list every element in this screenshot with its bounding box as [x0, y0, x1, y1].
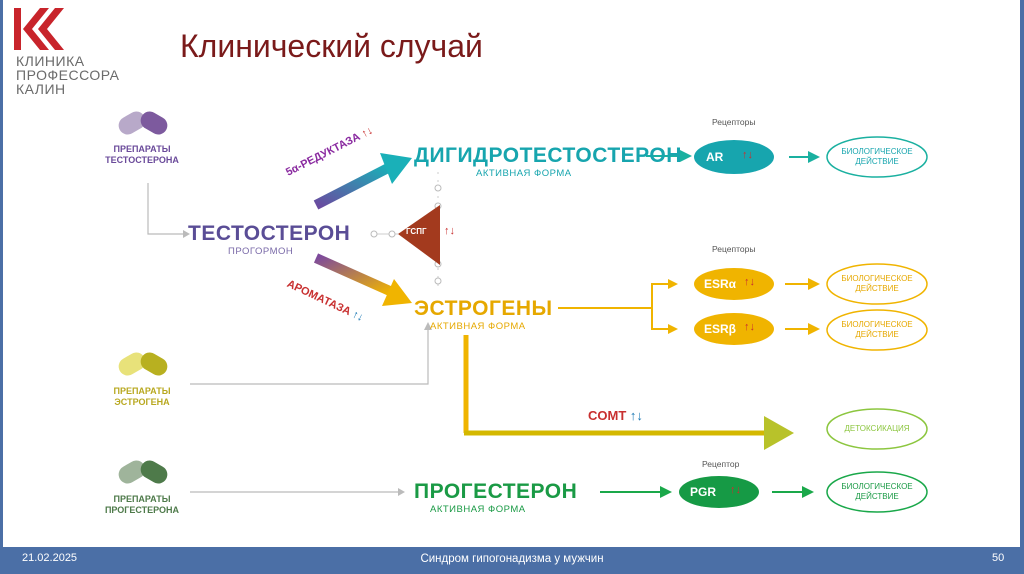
esra-receptor: [694, 268, 774, 300]
ar-receptor: [694, 140, 774, 174]
bio-action-ar-line2: ДЕЙСТВИЕ: [855, 157, 899, 166]
bio-action-esrb: БИОЛОГИЧЕСКОЕ ДЕЙСТВИЕ: [827, 320, 927, 340]
logo-text-line1: КЛИНИКА: [16, 53, 85, 69]
gspg-updown: ↑↓: [444, 225, 455, 237]
esra-text: ESRα: [704, 277, 737, 291]
bio-action-esrb-line2: ДЕЙСТВИЕ: [855, 330, 899, 339]
esrb-text: ESRβ: [704, 322, 736, 336]
prep-estrogen-label: ПРЕПАРАТЫ ЭСТРОГЕНА: [104, 386, 180, 408]
pill-testosterone-icon: [118, 111, 168, 135]
gspg-triangle: [398, 205, 440, 265]
prep-testosterone-label: ПРЕПАРАТЫ ТЕСТОСТЕРОНА: [104, 144, 180, 166]
bio-action-esra-line2: ДЕЙСТВИЕ: [855, 284, 899, 293]
prep-progesterone-label: ПРЕПАРАТЫ ПРОГЕСТЕРОНА: [98, 494, 186, 516]
bio-action-esrb-line1: БИОЛОГИЧЕСКОЕ: [841, 320, 913, 329]
slide-title: Клинический случай: [180, 28, 483, 64]
footer-page-number: 50: [992, 552, 1005, 564]
progesterone-sub: АКТИВНАЯ ФОРМА: [430, 504, 526, 515]
bio-action-esra: БИОЛОГИЧЕСКОЕ ДЕЙСТВИЕ: [827, 274, 927, 294]
prep-estrogen-line1: ПРЕПАРАТЫ: [113, 386, 171, 396]
pgr-text: PGR: [690, 485, 717, 499]
progesterone-label: ПРОГЕСТЕРОН: [414, 480, 578, 503]
logo-text-line3: КАЛИН: [16, 82, 66, 95]
dht-sub: АКТИВНАЯ ФОРМА: [476, 168, 572, 179]
pill-estrogen-icon: [118, 352, 168, 376]
slide-left-border: [0, 0, 3, 547]
bio-action-ar-line1: БИОЛОГИЧЕСКОЕ: [841, 147, 913, 156]
hormone-pathway-diagram: [118, 111, 928, 513]
receptor-label-pgr: Рецептор: [702, 459, 740, 469]
testosterone-sub: ПРОГОРМОН: [228, 246, 294, 257]
bio-action-ar: БИОЛОГИЧЕСКОЕ ДЕЙСТВИЕ: [827, 147, 927, 167]
prep-progesterone-line2: ПРОГЕСТЕРОНА: [104, 505, 180, 515]
testosterone-label: ТЕСТОСТЕРОН: [188, 222, 351, 245]
esrb-receptor: [694, 313, 774, 345]
detox-label: ДЕТОКСИКАЦИЯ: [844, 424, 910, 433]
pgr-updown: ↑↓: [730, 484, 741, 496]
comt-label: COMT ↑↓: [588, 408, 643, 423]
estrogens-sub: АКТИВНАЯ ФОРМА: [430, 321, 526, 332]
dht-label: ДИГИДРОТЕСТОСТЕРОН: [414, 144, 682, 167]
footer-date: 21.02.2025: [22, 552, 78, 564]
esra-updown: ↑↓: [744, 276, 755, 288]
logo-text-line2: ПРОФЕССОРА: [16, 67, 120, 83]
ar-text: AR: [706, 150, 724, 164]
esrb-updown: ↑↓: [744, 321, 755, 333]
slide-right-border: [1020, 0, 1024, 547]
comt-updown: ↑↓: [629, 408, 643, 423]
bio-action-pgr: БИОЛОГИЧЕСКОЕ ДЕЙСТВИЕ: [827, 482, 927, 502]
receptors-label-ar: Рецепторы: [712, 117, 756, 127]
footer-topic: Синдром гипогонадизма у мужчин: [420, 553, 604, 565]
estrogens-label: ЭСТРОГЕНЫ: [414, 297, 553, 320]
ar-updown: ↑↓: [742, 149, 753, 161]
slide-footer: [0, 547, 1024, 574]
prep-testosterone-line1: ПРЕПАРАТЫ: [113, 144, 171, 154]
bio-action-esra-line1: БИОЛОГИЧЕСКОЕ: [841, 274, 913, 283]
gspg-label: ГСПГ: [406, 227, 427, 236]
comt-text: COMT: [588, 408, 627, 423]
pill-progesterone-icon: [118, 460, 168, 484]
prep-testosterone-line2: ТЕСТОСТЕРОНА: [105, 155, 179, 165]
prep-estrogen-line2: ЭСТРОГЕНА: [114, 397, 170, 407]
clinic-logo-icon: [14, 8, 64, 50]
receptors-label-esr: Рецепторы: [712, 244, 756, 254]
bio-action-pgr-line2: ДЕЙСТВИЕ: [855, 492, 899, 501]
bio-action-pgr-line1: БИОЛОГИЧЕСКОЕ: [841, 482, 913, 491]
pgr-receptor: [679, 476, 759, 508]
prep-progesterone-line1: ПРЕПАРАТЫ: [113, 494, 171, 504]
